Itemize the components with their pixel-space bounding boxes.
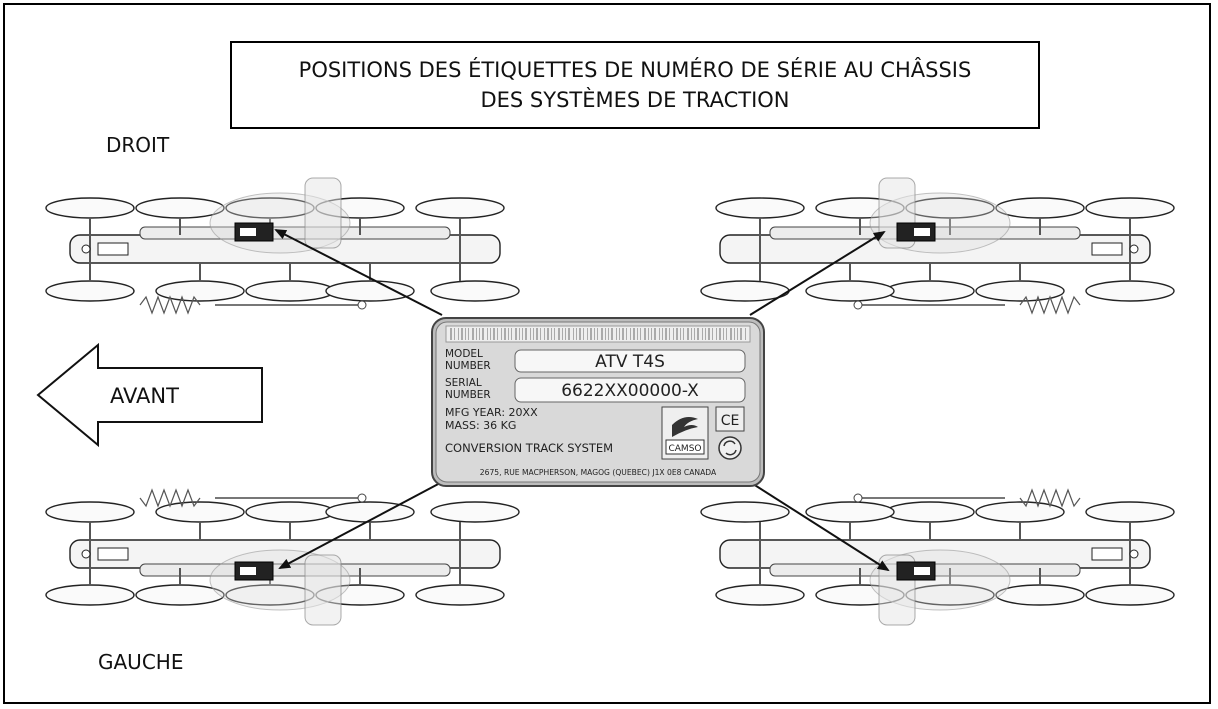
pointer-left-rear [749,481,890,572]
serial-plate: MODEL NUMBER ATV T4S SERIAL NUMBER 6622X… [431,317,765,487]
mfg-year: MFG YEAR: 20XX [445,406,538,419]
track-system-left-front [45,489,520,626]
model-label-1: MODEL [445,348,483,360]
right-side-label: DROIT [106,133,170,157]
title-line-1: POSITIONS DES ÉTIQUETTES DE NUMÉRO DE SÉ… [298,58,972,82]
model-value: ATV T4S [595,352,665,372]
serial-value: 6622XX00000-X [561,381,699,401]
title-line-2: DES SYSTÈMES DE TRACTION [480,88,790,112]
pointer-right-rear [749,230,886,316]
pointer-left-front [278,481,443,569]
ce-mark: CE [721,413,740,429]
recycle-icon [718,436,742,460]
title-box: POSITIONS DES ÉTIQUETTES DE NUMÉRO DE SÉ… [230,41,1040,129]
serial-label-2: NUMBER [445,389,491,401]
brand-name: CAMSO [668,444,701,454]
left-side-label: GAUCHE [98,650,184,674]
model-label-2: NUMBER [445,360,491,372]
track-system-right-front [45,177,520,314]
ce-mark-icon: CE [715,406,745,432]
address: 2675, RUE MACPHERSON, MAGOG (QUEBEC) J1X… [480,468,717,477]
arrow-left-icon: AVANT [36,342,263,448]
camso-logo-icon: CAMSO [661,406,709,460]
barcode [445,325,751,343]
pointer-right-front [274,229,443,316]
front-label: AVANT [110,384,179,408]
mass: MASS: 36 KG [445,419,516,432]
track-system-right-rear [700,177,1175,314]
serial-label-1: SERIAL [445,377,482,389]
track-system-left-rear [700,489,1175,626]
system-name: CONVERSION TRACK SYSTEM [445,441,613,455]
